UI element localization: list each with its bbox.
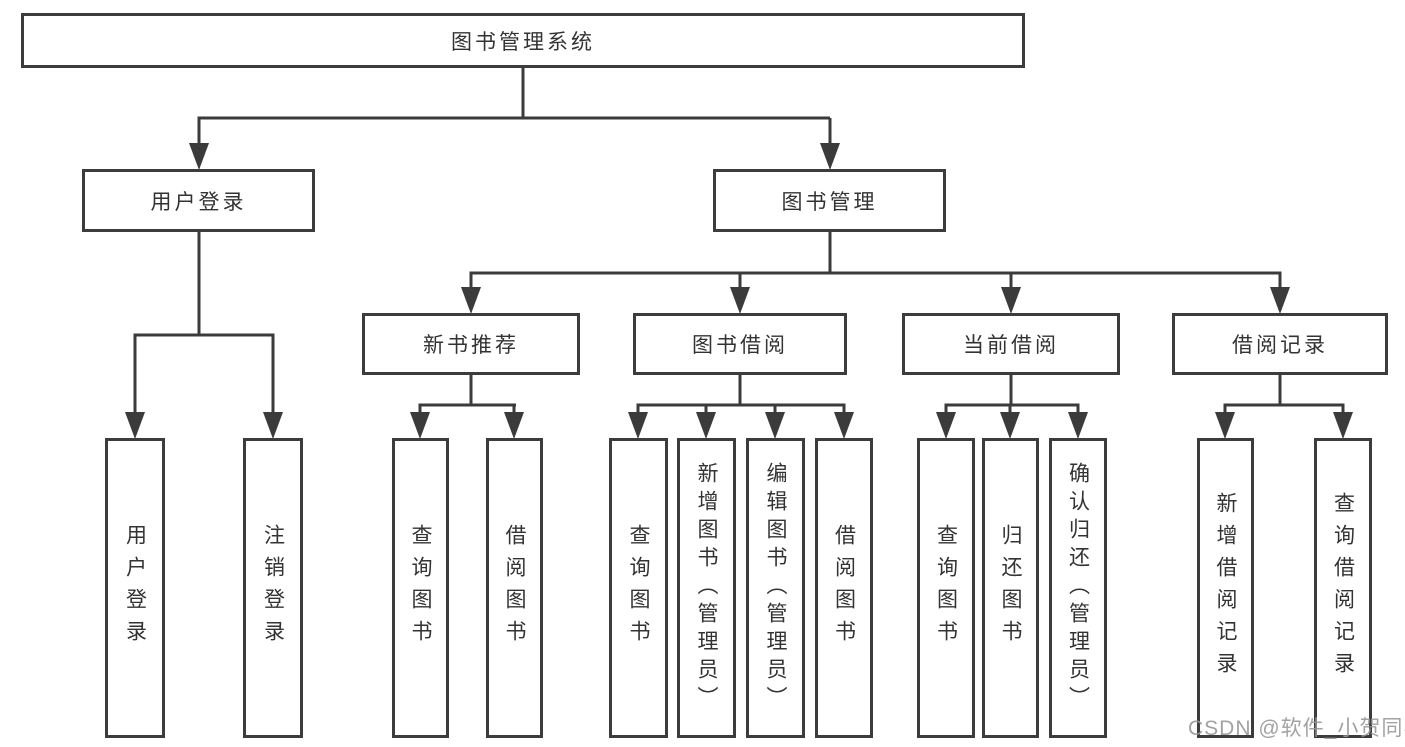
node-cb-query-book-label: 查询图书 [934,524,958,652]
node-current-borrow: 当前借阅 [902,313,1120,375]
node-book-management: 图书管理 [713,169,946,232]
node-cb-return-book: 归还图书 [982,438,1039,738]
node-new-book-recommend: 新书推荐 [362,313,580,375]
node-user-login-label: 用户登录 [150,190,247,214]
node-br-query-record-label: 查询借阅记录 [1331,492,1355,684]
node-cb-return-book-label: 归还图书 [999,524,1022,652]
node-cb-confirm-return-label: 确认归还（管理员） [1066,462,1090,714]
node-nbr-borrow-book-label: 借阅图书 [503,524,526,652]
node-nbr-query-book-label: 查询图书 [409,524,432,652]
node-logout-leaf-label: 注销登录 [261,524,285,652]
node-root: 图书管理系统 [21,13,1025,68]
node-nbr-borrow-book: 借阅图书 [486,438,543,738]
node-bb-edit-book: 编辑图书（管理员） [746,438,805,738]
node-login-leaf-label: 用户登录 [123,524,147,652]
node-nbr-query-book: 查询图书 [392,438,449,738]
node-bb-query-book: 查询图书 [609,438,668,738]
node-bb-edit-book-label: 编辑图书（管理员） [764,462,787,714]
node-bb-borrow-book-label: 借阅图书 [832,524,856,652]
node-bb-add-book-label: 新增图书（管理员） [695,462,718,714]
node-user-login: 用户登录 [82,169,315,232]
node-br-query-record: 查询借阅记录 [1314,438,1372,738]
node-book-management-label: 图书管理 [781,190,878,214]
node-borrow-record-label: 借阅记录 [1232,334,1328,357]
csdn-watermark: CSDN @软件_小贺同学 [1188,717,1405,740]
node-borrow-record: 借阅记录 [1172,313,1388,375]
node-logout-leaf: 注销登录 [243,438,303,738]
node-root-label: 图书管理系统 [451,30,595,54]
node-bb-query-book-label: 查询图书 [627,524,650,652]
node-book-borrow-label: 图书借阅 [692,334,788,357]
node-book-borrow: 图书借阅 [633,313,847,375]
node-cb-query-book: 查询图书 [917,438,975,738]
node-current-borrow-label: 当前借阅 [963,334,1059,357]
node-new-book-recommend-label: 新书推荐 [423,334,519,357]
node-bb-borrow-book: 借阅图书 [815,438,873,738]
node-cb-confirm-return: 确认归还（管理员） [1049,438,1107,738]
node-login-leaf: 用户登录 [105,438,165,738]
node-br-add-record: 新增借阅记录 [1197,438,1254,738]
node-br-add-record-label: 新增借阅记录 [1214,492,1237,684]
node-bb-add-book: 新增图书（管理员） [677,438,736,738]
